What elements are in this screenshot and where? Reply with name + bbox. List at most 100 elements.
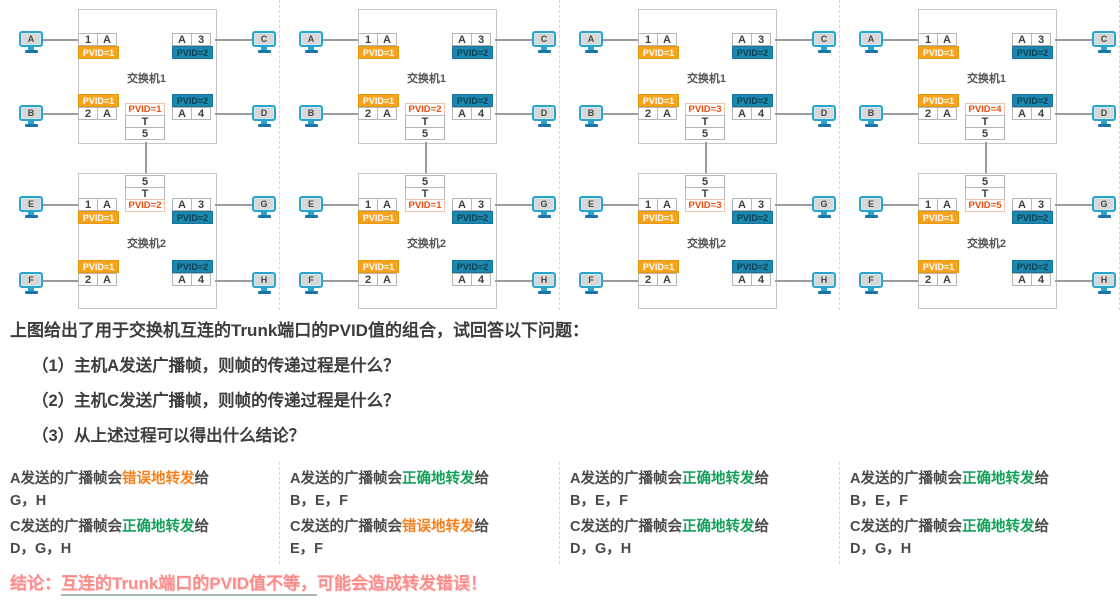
monitor-base xyxy=(584,291,598,294)
host-c-icon: C xyxy=(532,31,556,53)
monitor-stand xyxy=(541,121,547,124)
pvid1-tag: PVID=1 xyxy=(918,94,959,107)
host-label: E xyxy=(859,196,883,212)
question-item-2: （2）主机C发送广播帧，则帧的传递过程是什么？ xyxy=(32,392,400,410)
port-mode-access: A xyxy=(452,107,472,120)
host-link-line xyxy=(215,204,252,206)
monitor-base xyxy=(257,124,271,127)
monitor-stand xyxy=(1101,47,1107,50)
port-number: 1 xyxy=(78,33,98,46)
host-c-icon: C xyxy=(252,31,276,53)
conclusion-text: 结论：互连的Trunk端口的PVID值不等，可能会造成转发错误！ xyxy=(10,569,487,596)
port-mode-access: A xyxy=(732,273,752,286)
port-number: 3 xyxy=(191,198,211,211)
port-mode-access: A xyxy=(97,107,117,120)
host-b-icon: B xyxy=(859,105,883,127)
host-h-icon: H xyxy=(252,272,276,294)
answer-targets-c: E，F xyxy=(290,541,324,557)
pvid2-tag: PVID=2 xyxy=(172,260,213,273)
host-link-line xyxy=(1055,204,1092,206)
port-number: 4 xyxy=(751,273,771,286)
sw1-trunk-pvid: PVID=1 xyxy=(125,103,165,116)
port-number: 1 xyxy=(638,198,658,211)
answer-targets-c: D，G，H xyxy=(850,541,912,557)
port-number: 2 xyxy=(918,273,938,286)
pvid1-tag: PVID=1 xyxy=(918,260,959,273)
port-number: 3 xyxy=(751,33,771,46)
host-link-line xyxy=(601,204,638,206)
host-link-line xyxy=(41,204,78,206)
answer-prefix: A发送的广播帧会 xyxy=(10,471,122,487)
answer-line-c: C发送的广播帧会正确地转发给 xyxy=(850,516,1112,538)
monitor-base xyxy=(817,215,831,218)
pvid2-tag: PVID=2 xyxy=(732,211,773,224)
monitor-stand xyxy=(308,121,314,124)
host-a-icon: A xyxy=(579,31,603,53)
pvid2-tag: PVID=2 xyxy=(1012,211,1053,224)
host-label: F xyxy=(859,272,883,288)
monitor-base xyxy=(304,215,318,218)
answer-suffix: 给 xyxy=(754,471,769,487)
port-number: 4 xyxy=(191,107,211,120)
port-mode-access: A xyxy=(657,33,677,46)
answer-suffix: 给 xyxy=(474,519,489,535)
port-mode-access: A xyxy=(937,273,957,286)
pvid1-tag: PVID=1 xyxy=(78,46,119,59)
host-f-icon: F xyxy=(859,272,883,294)
pvid2-tag: PVID=2 xyxy=(1012,260,1053,273)
trunk-link-line xyxy=(145,142,147,175)
monitor-stand xyxy=(821,288,827,291)
answer-prefix: A发送的广播帧会 xyxy=(290,471,402,487)
monitor-base xyxy=(1097,215,1111,218)
host-link-line xyxy=(601,113,638,115)
host-link-line xyxy=(881,280,918,282)
monitor-stand xyxy=(541,47,547,50)
port-mode-access: A xyxy=(377,33,397,46)
host-a-icon: A xyxy=(299,31,323,53)
host-link-line xyxy=(321,39,358,41)
answer-suffix: 给 xyxy=(1034,519,1049,535)
host-h-icon: H xyxy=(1092,272,1116,294)
monitor-stand xyxy=(588,47,594,50)
sw2-trunk-pvid: PVID=2 xyxy=(125,199,165,212)
monitor-stand xyxy=(868,47,874,50)
host-label: E xyxy=(299,196,323,212)
pvid2-tag: PVID=2 xyxy=(732,94,773,107)
host-label: H xyxy=(812,272,836,288)
switch1-box xyxy=(918,9,1057,144)
port-number: 3 xyxy=(471,33,491,46)
sw2-trunk-port: 5 T PVID=3 xyxy=(685,175,725,212)
pvid2-tag: PVID=2 xyxy=(452,211,493,224)
answer-prefix: A发送的广播帧会 xyxy=(850,471,962,487)
host-g-icon: G xyxy=(252,196,276,218)
monitor-base xyxy=(24,50,38,53)
port-number: 3 xyxy=(191,33,211,46)
trunk-port-number: 5 xyxy=(965,127,1005,140)
sw1-trunk-port: PVID=2 T 5 xyxy=(405,103,445,140)
port-number: 3 xyxy=(751,198,771,211)
host-link-line xyxy=(881,204,918,206)
pvid2-tag: PVID=2 xyxy=(172,46,213,59)
host-link-line xyxy=(321,204,358,206)
answer-line-a: A发送的广播帧会正确地转发给 xyxy=(850,468,1112,490)
answer-verdict: 正确地转发 xyxy=(681,519,755,535)
host-d-icon: D xyxy=(812,105,836,127)
monitor-base xyxy=(864,50,878,53)
host-label: E xyxy=(19,196,43,212)
